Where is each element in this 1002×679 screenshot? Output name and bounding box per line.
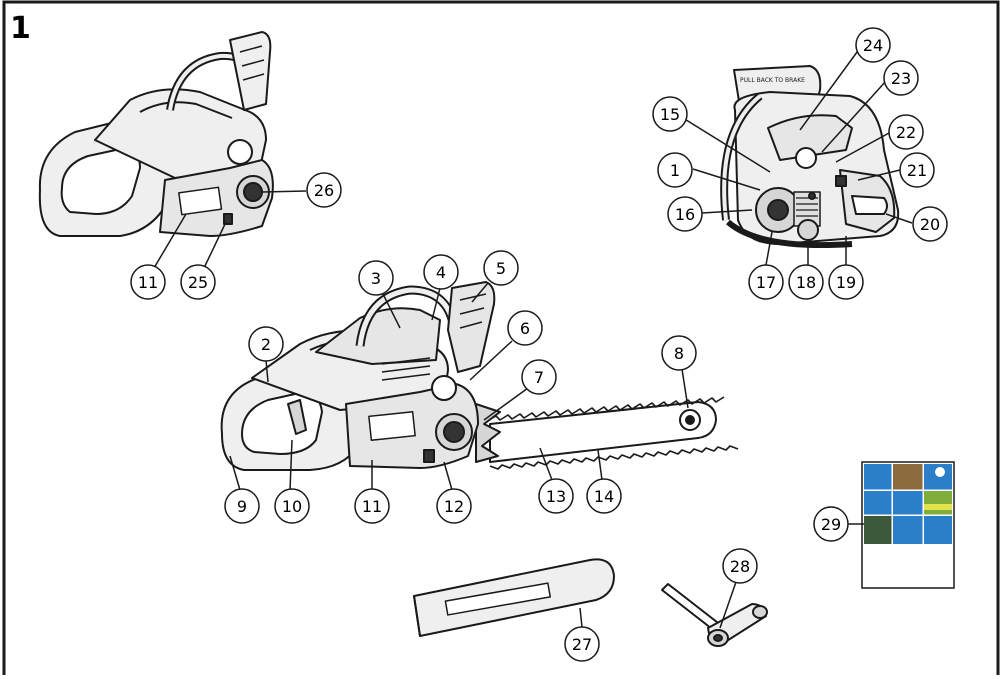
svg-text:8: 8	[674, 344, 684, 363]
manual-icon	[861, 461, 955, 589]
callout-19: 19	[828, 264, 864, 300]
svg-text:25: 25	[188, 273, 208, 292]
callout-26: 26	[306, 172, 342, 208]
svg-text:28: 28	[730, 557, 750, 576]
svg-text:16: 16	[675, 205, 695, 224]
svg-text:15: 15	[660, 105, 680, 124]
callout-1: 1	[657, 152, 693, 188]
callout-17: 17	[748, 264, 784, 300]
svg-text:21: 21	[907, 161, 927, 180]
callout-9: 9	[224, 488, 260, 524]
callout-29: 29	[813, 506, 849, 542]
svg-text:9: 9	[237, 497, 247, 516]
svg-text:PULL BACK TO BRAKE: PULL BACK TO BRAKE	[740, 77, 805, 84]
svg-text:6: 6	[520, 319, 530, 338]
callout-18: 18	[788, 264, 824, 300]
callout-22: 22	[888, 114, 924, 150]
svg-text:18: 18	[796, 273, 816, 292]
callout-7: 7	[521, 359, 557, 395]
figure-number: 1	[10, 11, 31, 46]
svg-text:29: 29	[821, 515, 841, 534]
callout-23: 23	[883, 60, 919, 96]
svg-text:19: 19	[836, 273, 856, 292]
svg-text:12: 12	[444, 497, 464, 516]
svg-text:3: 3	[371, 269, 381, 288]
callout-14: 14	[586, 478, 622, 514]
leader-lines	[153, 47, 913, 629]
svg-text:26: 26	[314, 181, 334, 200]
svg-text:27: 27	[572, 635, 592, 654]
callout-8: 8	[661, 335, 697, 371]
callout-11-side: 11	[130, 264, 166, 300]
bar-guard-icon	[413, 558, 615, 637]
callout-20: 20	[912, 206, 948, 242]
callout-15: 15	[652, 96, 688, 132]
callout-11-main: 11	[354, 488, 390, 524]
spanner-icon	[661, 583, 768, 647]
chainsaw-rear-icon: PULL BACK TO BRAKE	[720, 65, 900, 249]
svg-text:2: 2	[261, 335, 271, 354]
callout-24: 24	[855, 27, 891, 63]
chainsaw-side-icon	[38, 31, 274, 237]
callout-2: 2	[248, 326, 284, 362]
callout-13: 13	[538, 478, 574, 514]
callout-10: 10	[274, 488, 310, 524]
callout-12: 12	[436, 488, 472, 524]
guide-bar	[489, 401, 717, 463]
svg-text:11: 11	[362, 497, 382, 516]
svg-text:22: 22	[896, 123, 916, 142]
callout-5: 5	[483, 250, 519, 286]
svg-text:23: 23	[891, 69, 911, 88]
callout-27: 27	[564, 626, 600, 662]
callout-21: 21	[899, 152, 935, 188]
svg-text:24: 24	[863, 36, 883, 55]
svg-text:7: 7	[534, 368, 544, 387]
callout-25: 25	[180, 264, 216, 300]
callout-4: 4	[423, 254, 459, 290]
chainsaw-with-bar-icon	[220, 281, 739, 471]
svg-text:10: 10	[282, 497, 302, 516]
svg-text:17: 17	[756, 273, 776, 292]
svg-text:1: 1	[670, 161, 680, 180]
svg-text:4: 4	[436, 263, 446, 282]
svg-text:13: 13	[546, 487, 566, 506]
svg-text:14: 14	[594, 487, 614, 506]
svg-text:5: 5	[496, 259, 506, 278]
svg-text:20: 20	[920, 215, 940, 234]
callout-28: 28	[722, 548, 758, 584]
saw-chain	[487, 396, 725, 421]
callouts: 1 2 3 4 5 6 7 8 9 10 11 11 12 13 14 15 1…	[130, 27, 948, 662]
callout-16: 16	[667, 196, 703, 232]
callout-6: 6	[507, 310, 543, 346]
svg-text:11: 11	[138, 273, 158, 292]
callout-3: 3	[358, 260, 394, 296]
